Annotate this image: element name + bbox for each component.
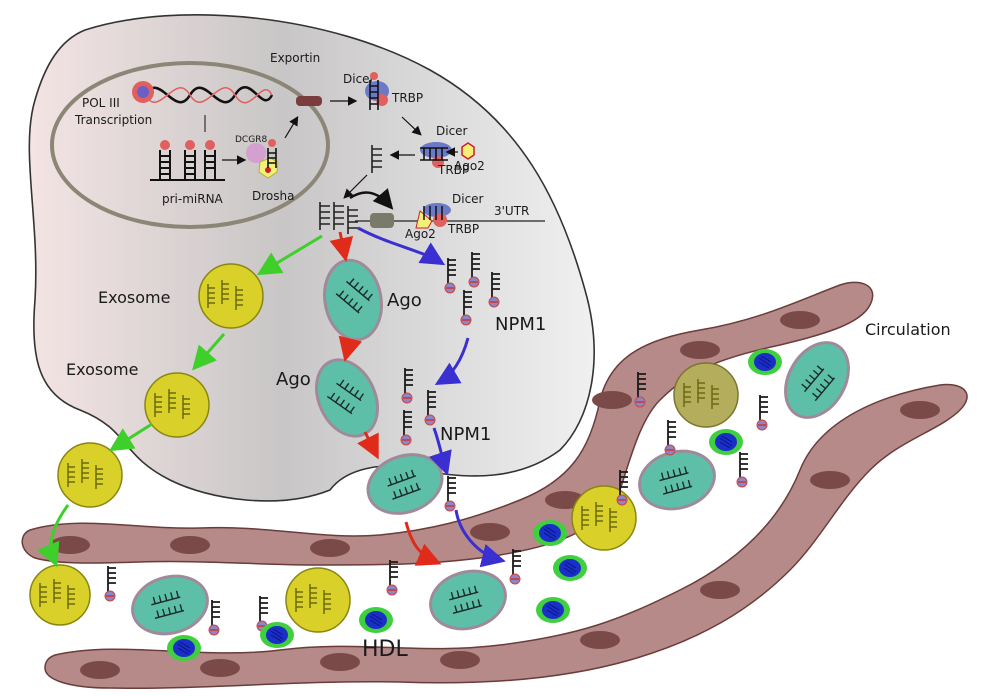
dna-helix <box>143 86 274 104</box>
ago-label-1: Ago <box>387 290 422 311</box>
ago-particle-4 <box>131 574 209 636</box>
risc-complex <box>415 203 451 229</box>
nucleus <box>50 61 330 229</box>
pri-mirna-label: pri-miRNA <box>162 192 224 206</box>
ago-particle-6 <box>638 449 716 511</box>
free-mirna-9 <box>736 451 749 488</box>
free-mirna-8 <box>664 419 677 456</box>
free-mirna-10 <box>756 394 769 431</box>
ago-label-2: Ago <box>276 369 311 390</box>
free-mirna-1 <box>444 475 457 512</box>
exosome-label-1: Exosome <box>98 288 170 307</box>
ago-particle-5 <box>429 569 507 631</box>
exosome-7 <box>673 362 739 428</box>
free-mirna-2 <box>509 548 522 585</box>
exosome-4 <box>29 564 91 626</box>
exportin-pore <box>296 96 322 106</box>
trbp-label-3: TRBP <box>447 222 479 236</box>
circulation-label: Circulation <box>865 320 951 339</box>
duplex-to-mature-arrow <box>343 174 368 199</box>
dicer-trbp-complex-2 <box>420 142 452 168</box>
free-mirna-6 <box>386 559 399 596</box>
ago-particle-7 <box>784 341 850 419</box>
ribosome <box>370 213 394 228</box>
cell-body <box>28 14 595 502</box>
dicer-step-arrow <box>401 116 422 136</box>
exosome-6 <box>571 485 637 551</box>
trbp-label-2: TRBP <box>437 163 469 177</box>
npm1-label-1: NPM1 <box>495 314 546 335</box>
ago2-label-1: Ago2 <box>454 159 485 173</box>
transcription-label: Transcription <box>74 113 152 127</box>
dicer-label-2: Dicer <box>436 124 468 138</box>
exosome-5 <box>285 567 351 633</box>
trbp-label-1: TRBP <box>391 91 423 105</box>
hdl-label: HDL <box>362 637 408 662</box>
ago-pathway-arrows <box>329 231 442 566</box>
ago2-label-2: Ago2 <box>405 227 436 241</box>
ago2-protein-1 <box>461 142 475 160</box>
exosome-label-2: Exosome <box>66 360 138 379</box>
pol3-label: POL III <box>82 96 120 110</box>
dicer-label-1: Dicer <box>343 72 375 86</box>
drosha-label: Drosha <box>252 189 294 203</box>
dcgr8-label: DCGR8 <box>235 135 267 145</box>
dcgr8-drosha-complex <box>246 139 279 179</box>
dicer-trbp-complex-1 <box>365 72 389 110</box>
vessel-lower-wall <box>44 383 968 690</box>
export-arrow <box>284 115 299 139</box>
free-mirna-4 <box>208 599 221 636</box>
utr-label: 3'UTR <box>494 204 529 218</box>
free-mirna-3 <box>104 565 117 602</box>
exosome-1 <box>198 263 264 329</box>
dicer-label-3: Dicer <box>452 192 484 206</box>
vessel-upper-wall <box>21 281 874 566</box>
pol3-protein <box>132 81 154 103</box>
npm1-label-2: NPM1 <box>440 424 491 445</box>
mrna-targeting-arrow <box>349 188 394 210</box>
pri-mirna-hairpins <box>150 140 225 181</box>
npm1-pathway-arrows <box>357 226 506 568</box>
exportin-label: Exportin <box>270 51 320 65</box>
exosome-pathway-arrows <box>37 234 323 568</box>
exosome-3 <box>57 442 123 508</box>
exosome-2 <box>144 372 210 438</box>
